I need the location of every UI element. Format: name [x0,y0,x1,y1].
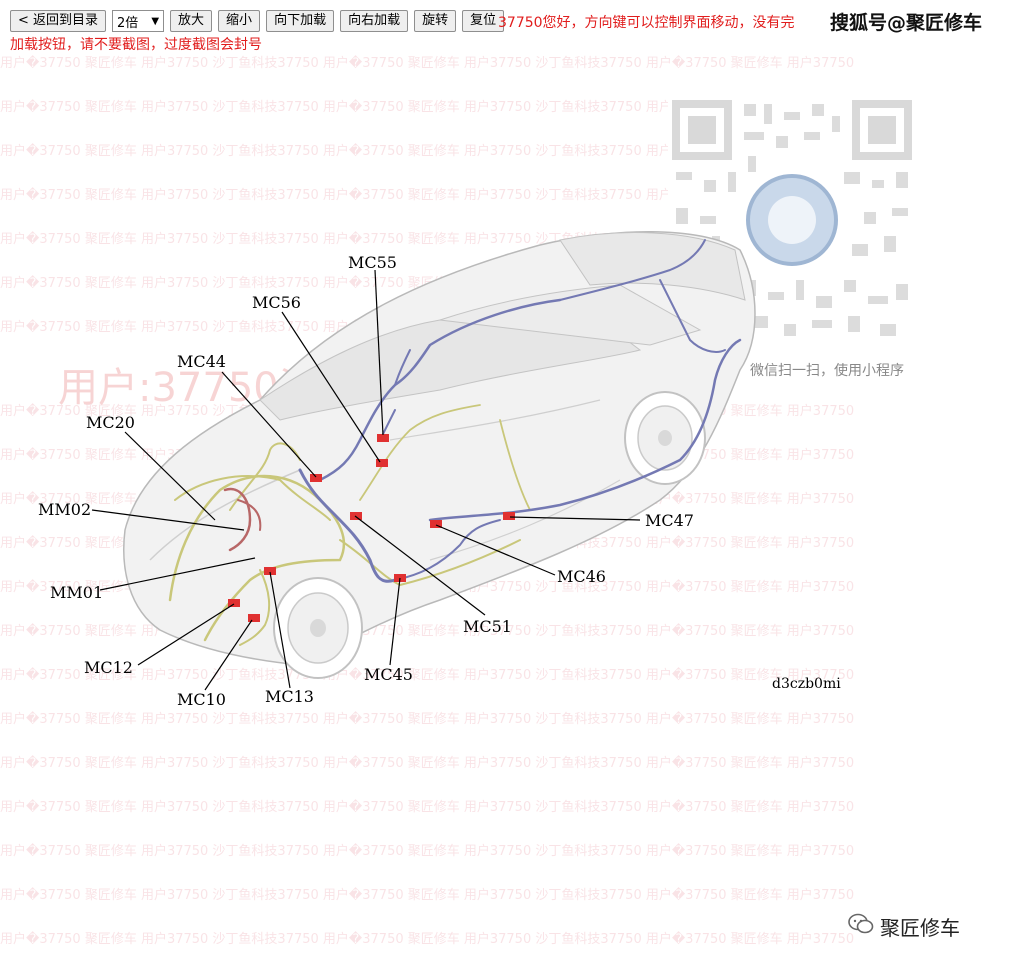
zoom-select-value: 2倍 [117,15,139,31]
label-mc13: MC13 [265,687,314,706]
leader-lines [91,269,641,691]
car-body [123,231,756,666]
connector-labels: MC55 MC56 MC44 MC20 MM02 MM01 MC12 MC10 … [38,253,694,709]
label-mc12: MC12 [84,658,133,677]
load-down-button[interactable]: 向下加载 [266,10,335,32]
watermark-row: 用户�37750 聚匠修车 用户37750 沙丁鱼科技37750 用户�3775… [0,144,855,159]
load-right-button[interactable]: 向右加载 [340,10,409,32]
label-mm02: MM02 [38,500,91,519]
watermark-row: 用户�37750 聚匠修车 用户37750 沙丁鱼科技37750 用户�3775… [0,188,855,203]
harnesses [168,239,742,646]
label-mc51: MC51 [463,617,512,636]
watermark-row: 用户�37750 聚匠修车 用户37750 沙丁鱼科技37750 用户�3775… [0,932,855,947]
watermark-row: 用户�37750 聚匠修车 用户37750 沙丁鱼科技37750 用户�3775… [0,844,855,859]
watermark-row: 用户�37750 聚匠修车 用户37750 沙丁鱼科技37750 用户�3775… [0,712,855,727]
watermark-row: 用户�37750 聚匠修车 用户37750 沙丁鱼科技37750 用户�3775… [0,800,855,815]
qr-caption: 微信扫一扫，使用小程序 [750,363,904,379]
account-watermark: 搜狐号@聚匠修车 [830,12,983,34]
reset-button[interactable]: 复位 [462,10,505,32]
watermark-row: 用户�37750 聚匠修车 用户37750 沙丁鱼科技37750 用户�3775… [0,888,855,903]
label-mc56: MC56 [252,293,301,312]
toolbar: < 返回到目录 2倍 ▼ 放大 缩小 向下加载 向右加载 旋转 复位 [10,10,505,32]
watermark-row: 用户�37750 聚匠修车 用户37750 沙丁鱼科技37750 用户�3775… [0,668,855,683]
wechat-icon [848,913,874,940]
zoom-out-button[interactable]: 缩小 [218,10,261,32]
watermark-row: 用户�37750 聚匠修车 用户37750 沙丁鱼科技37750 用户�3775… [0,100,855,115]
brand-footer: 聚匠修车 [848,912,960,941]
label-mc20: MC20 [86,413,135,432]
label-mc45: MC45 [364,665,413,684]
brand-name: 聚匠修车 [880,916,960,940]
dropdown-arrow-icon: ▼ [151,15,160,27]
watermark-row: 用户�37750 聚匠修车 用户37750 沙丁鱼科技37750 用户�3775… [0,56,855,71]
label-mc10: MC10 [177,690,226,709]
back-to-catalog-button[interactable]: < 返回到目录 [10,10,107,32]
label-mc44: MC44 [177,352,226,371]
notice-line-2: 加载按钮，请不要截图，过度截图会封号 [10,37,262,53]
zoom-select[interactable]: 2倍 ▼ [112,10,165,32]
zoom-in-button[interactable]: 放大 [170,10,213,32]
notice-line-1: 37750您好，方向键可以控制界面移动，没有完 [498,15,795,31]
label-mm01: MM01 [50,583,103,602]
label-mc46: MC46 [557,567,606,586]
label-mc55: MC55 [348,253,397,272]
diagram-code: d3czb0mi [772,676,841,692]
rotate-button[interactable]: 旋转 [414,10,457,32]
label-mc47: MC47 [645,511,694,530]
watermark-row: 用户�37750 聚匠修车 用户37750 沙丁鱼科技37750 用户�3775… [0,756,855,771]
wheels [273,391,706,679]
